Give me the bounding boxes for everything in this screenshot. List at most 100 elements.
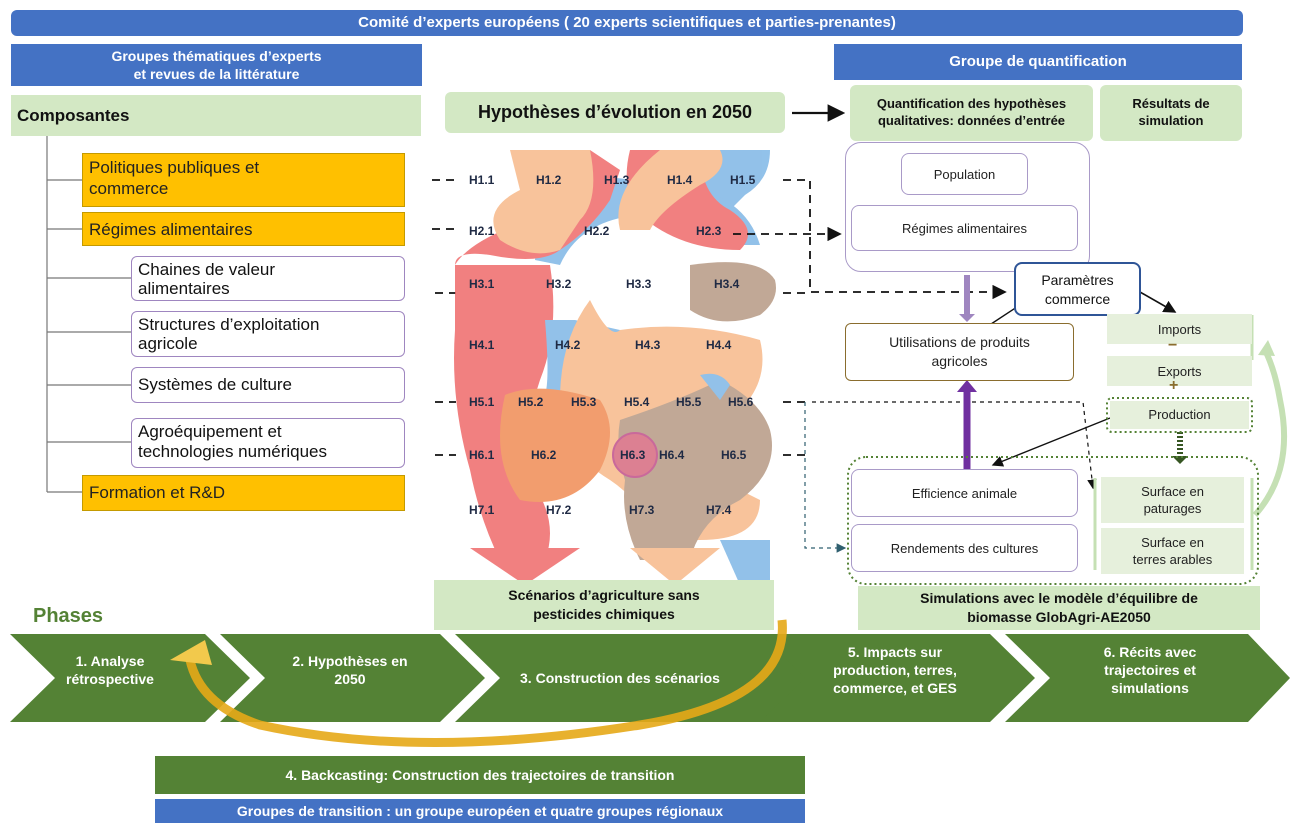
flow-peach-right [618, 150, 723, 230]
hypothesis-label[interactable]: H2.2 [584, 224, 610, 238]
composante-politiques-line2: commerce [89, 179, 169, 198]
hypothesis-label[interactable]: H2.3 [696, 224, 722, 238]
hypothesis-label[interactable]: H7.1 [469, 503, 495, 517]
phase-6-line3: simulations [1111, 680, 1189, 696]
composante-formation[interactable]: Formation et R&D [82, 475, 405, 511]
hypothesis-label[interactable]: H3.1 [469, 277, 495, 291]
composante-agroequipement-line2: technologies numériques [138, 442, 328, 461]
hypothesis-label[interactable]: H6.1 [469, 448, 495, 462]
backcasting-banner[interactable]: 4. Backcasting: Construction des traject… [155, 756, 805, 794]
composante-chaines[interactable]: Chaines de valeur alimentaires [131, 256, 405, 301]
composante-politiques[interactable]: Politiques publiques et commerce [82, 153, 405, 207]
utilisations-line1: Utilisations de produits [889, 334, 1030, 350]
flow-brown-right [618, 380, 772, 560]
quantification-group-banner: Groupe de quantification [834, 44, 1242, 80]
exports-box[interactable]: Exports [1107, 356, 1252, 386]
utilisations-line2: agricoles [931, 353, 988, 369]
hypothesis-label[interactable]: H6.4 [659, 448, 685, 462]
hypothesis-label[interactable]: H3.4 [714, 277, 740, 291]
results-line2: simulation [1138, 113, 1204, 128]
parametres-line2: commerce [1044, 291, 1111, 307]
phase-3-label[interactable]: 3. Construction des scénarios [480, 669, 760, 687]
hypothesis-label[interactable]: H3.2 [546, 277, 572, 291]
production-box[interactable]: Production [1110, 401, 1249, 429]
phase-6-label[interactable]: 6. Récits avec trajectoires et simulatio… [1060, 643, 1240, 697]
backcasting-arc [185, 619, 787, 747]
composante-structures-line2: agricole [138, 334, 198, 353]
hypothesis-label[interactable]: H2.1 [469, 224, 495, 238]
surface-paturages-line1: Surface en [1141, 484, 1204, 499]
scenarios-line2: pesticides chimiques [533, 606, 675, 622]
phase-1-label[interactable]: 1. Analyse rétrospective [30, 652, 190, 688]
minus-sign: − [1168, 337, 1178, 354]
hypothesis-label[interactable]: H5.2 [518, 395, 544, 409]
hypothesis-label[interactable]: H7.2 [546, 503, 572, 517]
composante-regimes[interactable]: Régimes alimentaires [82, 212, 405, 246]
phase-5-line2: production, terres, [833, 662, 957, 678]
utilisations-box[interactable]: Utilisations de produits agricoles [845, 323, 1074, 381]
phases-title: Phases [33, 605, 104, 627]
surface-terres-line2: terres arables [1132, 552, 1213, 567]
flow-white-h33 [603, 263, 687, 303]
regimes-box[interactable]: Régimes alimentaires [851, 205, 1078, 251]
hypothesis-label[interactable]: H4.3 [635, 338, 661, 352]
hypothesis-label[interactable]: H1.5 [730, 173, 756, 187]
flow-red-arrow-left [470, 548, 580, 585]
quantification-line2: qualitatives: données d’entrée [877, 113, 1066, 128]
population-box[interactable]: Population [901, 153, 1028, 195]
surface-paturages-box[interactable]: Surface en paturages [1101, 477, 1244, 523]
hypothesis-label[interactable]: H6.2 [531, 448, 557, 462]
composantes-title: Composantes [11, 95, 421, 136]
hypothesis-label[interactable]: H5.1 [469, 395, 495, 409]
hypothesis-label[interactable]: H7.3 [629, 503, 655, 517]
hypothesis-label[interactable]: H5.6 [728, 395, 754, 409]
flow-blue-bottom-right [700, 373, 730, 400]
flow-orange-center [500, 388, 610, 502]
composante-chaines-line1: Chaines de valeur [138, 260, 276, 279]
composante-structures-line1: Structures d’exploitation [138, 315, 320, 334]
simulation-line2: biomasse GlobAgri-AE2050 [967, 609, 1151, 625]
composante-structures[interactable]: Structures d’exploitation agricole [131, 311, 405, 357]
hypothesis-label[interactable]: H1.1 [469, 173, 495, 187]
hypothesis-label[interactable]: H5.4 [624, 395, 650, 409]
hypothesis-label[interactable]: H1.4 [667, 173, 693, 187]
hypothesis-label[interactable]: H6.5 [721, 448, 747, 462]
phase-2-label[interactable]: 2. Hypothèses en 2050 [265, 652, 435, 688]
thematic-groups-line2: et revues de la littérature [133, 66, 300, 82]
hypothesis-label[interactable]: H1.2 [536, 173, 562, 187]
hypothesis-label[interactable]: H4.4 [706, 338, 732, 352]
efficience-box[interactable]: Efficience animale [851, 469, 1078, 517]
phase-1-line1: 1. Analyse [75, 653, 145, 669]
hypothesis-label[interactable]: H4.2 [555, 338, 581, 352]
parametres-commerce-box[interactable]: Paramètres commerce [1014, 262, 1141, 316]
composante-systemes[interactable]: Systèmes de culture [131, 367, 405, 403]
composante-agroequipement[interactable]: Agroéquipement et technologies numérique… [131, 418, 405, 468]
phase-5-line1: 5. Impacts sur [847, 644, 943, 660]
composante-formation-line1: Formation et R&D [89, 483, 226, 502]
flow-circle-h63 [612, 432, 658, 478]
composante-agroequipement-line1: Agroéquipement et [138, 422, 282, 441]
surface-terres-box[interactable]: Surface en terres arables [1101, 528, 1244, 574]
imports-box[interactable]: Imports [1107, 314, 1252, 344]
results-line1: Résultats de [1132, 96, 1210, 111]
phase-3-line1: 3. Construction des scénarios [520, 670, 720, 686]
hypothesis-label[interactable]: H1.3 [604, 173, 630, 187]
hypothesis-label[interactable]: H4.1 [469, 338, 495, 352]
phase-2-line1: 2. Hypothèses en [292, 653, 408, 669]
scenarios-box: Scénarios d’agriculture sans pesticides … [434, 580, 774, 630]
simulation-container [847, 456, 1259, 585]
production-container [1106, 397, 1253, 433]
quantification-line1: Quantification des hypothèses [876, 96, 1067, 111]
phase-5-label[interactable]: 5. Impacts sur production, terres, comme… [800, 643, 990, 697]
rendements-box[interactable]: Rendements des cultures [851, 524, 1078, 572]
hypothesis-label[interactable]: H5.3 [571, 395, 597, 409]
backcasting-arrow-head [170, 640, 212, 665]
hypothesis-label[interactable]: H7.4 [706, 503, 732, 517]
surface-terres-line1: Surface en [1141, 535, 1204, 550]
thematic-groups-banner: Groupes thématiques d’experts et revues … [11, 44, 422, 86]
hypothesis-label[interactable]: H6.3 [620, 448, 646, 462]
transition-groups-banner: Groupes de transition : un groupe europé… [155, 799, 805, 823]
hypothesis-label[interactable]: H5.5 [676, 395, 702, 409]
hypothesis-label[interactable]: H3.3 [626, 277, 652, 291]
